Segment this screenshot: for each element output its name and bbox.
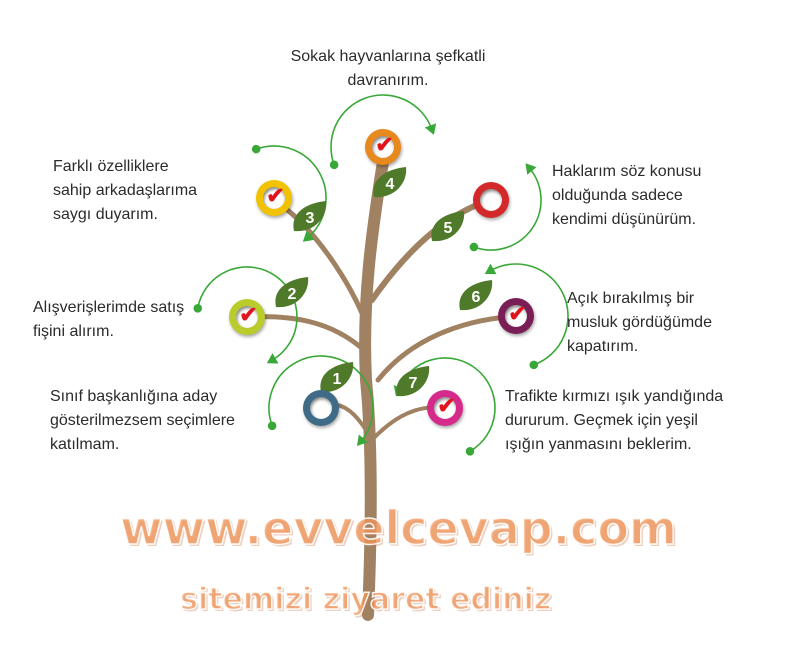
- item-circle-7: ✔: [427, 390, 463, 426]
- item-circle-3: ✔: [256, 180, 292, 216]
- item-text-2: Alışverişlerimde satış fişini alırım.: [33, 296, 184, 344]
- item-circle-5: [473, 182, 509, 218]
- leaf-icon: [320, 362, 354, 393]
- leaf-icon: [396, 366, 430, 397]
- watermark-main: www.evvelcevap.com: [119, 501, 677, 555]
- item-text-4: Sokak hayvanlarına şefkatli davranırım.: [270, 45, 506, 93]
- leaf-number: 3: [306, 210, 315, 227]
- arrow-start-dot: [251, 144, 261, 154]
- cycle-arrows: [193, 94, 569, 456]
- circle-inner: [310, 397, 332, 419]
- leaf-number: 5: [444, 220, 453, 237]
- text-line: Haklarım söz konusu: [552, 163, 702, 180]
- leaf-icon: [373, 167, 407, 198]
- leaf-icon: [293, 201, 327, 232]
- text-line: kapatırım.: [567, 338, 639, 355]
- arrowhead-icon: [356, 434, 369, 447]
- arrowhead-icon: [266, 353, 279, 364]
- text-line: Açık bırakılmış bir: [567, 290, 695, 307]
- item-text-3: Farklı özelliklere sahip arkadaşlarıma s…: [53, 155, 197, 227]
- circle-inner: ✔: [236, 302, 258, 328]
- cycle-arrow: [473, 167, 542, 251]
- item-circle-2: ✔: [229, 299, 265, 335]
- leaf-number: 2: [288, 286, 297, 303]
- leaf-icon: [431, 211, 465, 242]
- circle-inner: ✔: [434, 393, 456, 419]
- leaf-number: 4: [386, 176, 395, 193]
- arrow-start-dot: [529, 360, 539, 370]
- cycle-arrow: [268, 355, 374, 442]
- item-circle-4: ✔: [365, 129, 401, 165]
- item-circle-1: [303, 390, 339, 426]
- checkmark-icon: ✔: [266, 183, 285, 208]
- text-line: sahip arkadaşlarıma: [53, 182, 198, 199]
- cycle-arrow: [489, 263, 569, 366]
- checkmark-icon: ✔: [375, 132, 394, 157]
- item-text-5: Haklarım söz konusu olduğunda sadece ken…: [552, 160, 701, 232]
- cycle-arrow: [196, 266, 298, 361]
- text-line: Sınıf başkanlığına aday: [50, 388, 218, 405]
- text-line: musluk gördüğümde: [567, 314, 712, 331]
- item-text-1: Sınıf başkanlığına aday gösterilmezsem s…: [50, 385, 235, 457]
- checkmark-icon: ✔: [437, 393, 456, 418]
- checkmark-icon: ✔: [508, 301, 527, 326]
- text-line: Alışverişlerimde satış: [33, 299, 185, 316]
- text-line: gösterilmezsem seçimlere: [50, 412, 235, 429]
- arrow-start-dot: [267, 421, 277, 431]
- leaf-icon: [275, 277, 309, 308]
- cycle-arrow: [397, 357, 496, 452]
- watermark-sub: sitemizi ziyaret ediniz: [179, 582, 552, 617]
- text-line: saygı duyarım.: [53, 206, 158, 223]
- leaf-number: 7: [409, 375, 418, 392]
- circle-inner: ✔: [505, 301, 527, 327]
- arrow-start-dot: [329, 160, 339, 170]
- text-line: Sokak hayvanlarına şefkatli: [290, 48, 486, 65]
- text-line: Farklı özelliklere: [53, 158, 169, 175]
- arrow-start-dot: [465, 447, 475, 456]
- text-line: davranırım.: [347, 72, 429, 89]
- leaves: 1 2 3 4 5 6 7: [275, 167, 493, 397]
- arrowhead-icon: [302, 230, 315, 242]
- text-line: fişini alırım.: [33, 323, 114, 340]
- arrow-start-dot: [469, 242, 479, 252]
- text-line: ışığın yanmasını beklerim.: [505, 436, 692, 453]
- tree-branches: [244, 156, 519, 621]
- text-line: dururum. Geçmek için yeşil: [505, 412, 698, 429]
- item-text-6: Açık bırakılmış bir musluk gördüğümde ka…: [567, 287, 712, 359]
- arrowhead-icon: [424, 123, 437, 135]
- arrowhead-icon: [525, 163, 537, 175]
- checkmark-icon: ✔: [239, 302, 258, 327]
- cycle-arrow: [330, 94, 433, 166]
- text-line: katılmam.: [50, 436, 120, 453]
- arrow-start-dot: [193, 304, 203, 313]
- item-text-7: Trafikte kırmızı ışık yandığında dururum…: [505, 385, 723, 457]
- circle-inner: ✔: [263, 183, 285, 209]
- leaf-number: 6: [472, 289, 481, 306]
- item-circle-6: ✔: [498, 298, 534, 334]
- cycle-arrow: [255, 145, 327, 239]
- text-line: olduğunda sadece: [552, 187, 683, 204]
- arrowhead-icon: [484, 263, 497, 275]
- circle-inner: [480, 189, 502, 211]
- text-line: kendimi düşünürüm.: [552, 211, 697, 228]
- leaf-icon: [459, 280, 493, 311]
- text-line: Trafikte kırmızı ışık yandığında: [505, 388, 724, 405]
- circle-inner: ✔: [372, 132, 394, 158]
- leaf-number: 1: [333, 371, 342, 388]
